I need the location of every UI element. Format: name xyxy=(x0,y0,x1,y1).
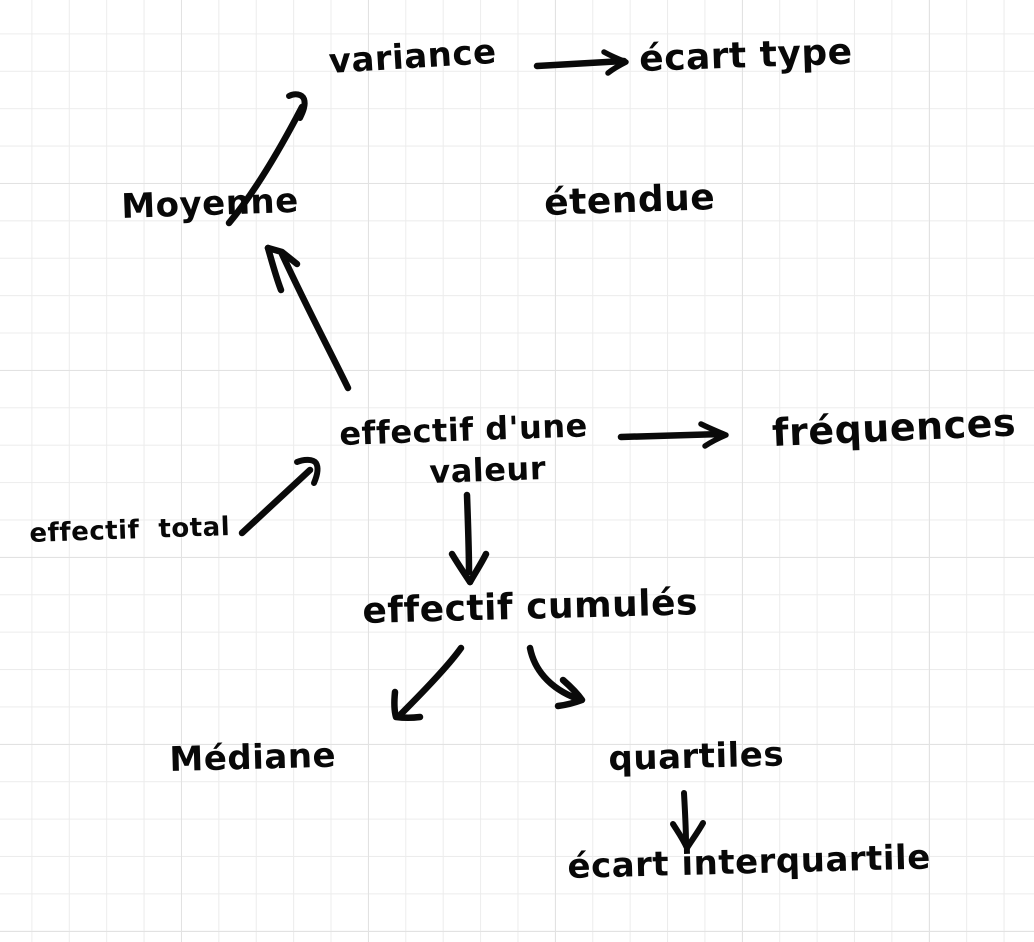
node-etendue[interactable]: étendue xyxy=(543,177,716,225)
edge-effectif-to-cumules xyxy=(448,491,490,586)
edge-effectif-to-frequences xyxy=(617,421,729,449)
edge-variance-to-ecart-type xyxy=(533,49,629,76)
node-effectif-d-une-valeur-line2[interactable]: valeur xyxy=(428,448,547,491)
edge-cumules-to-quartiles xyxy=(526,644,586,710)
edge-moyenne-to-variance xyxy=(225,91,308,227)
edge-effectif-to-moyenne xyxy=(264,244,352,392)
node-mediane[interactable]: Médiane xyxy=(168,735,337,780)
edge-cumules-to-mediane xyxy=(391,644,465,721)
node-moyenne[interactable]: Moyenne xyxy=(120,180,300,227)
edge-effectif-total-to-effectif xyxy=(238,456,321,537)
node-ecart-type[interactable]: écart type xyxy=(638,31,854,81)
edge-quartiles-to-interquartile xyxy=(670,790,706,851)
node-quartiles[interactable]: quartiles xyxy=(607,734,785,779)
